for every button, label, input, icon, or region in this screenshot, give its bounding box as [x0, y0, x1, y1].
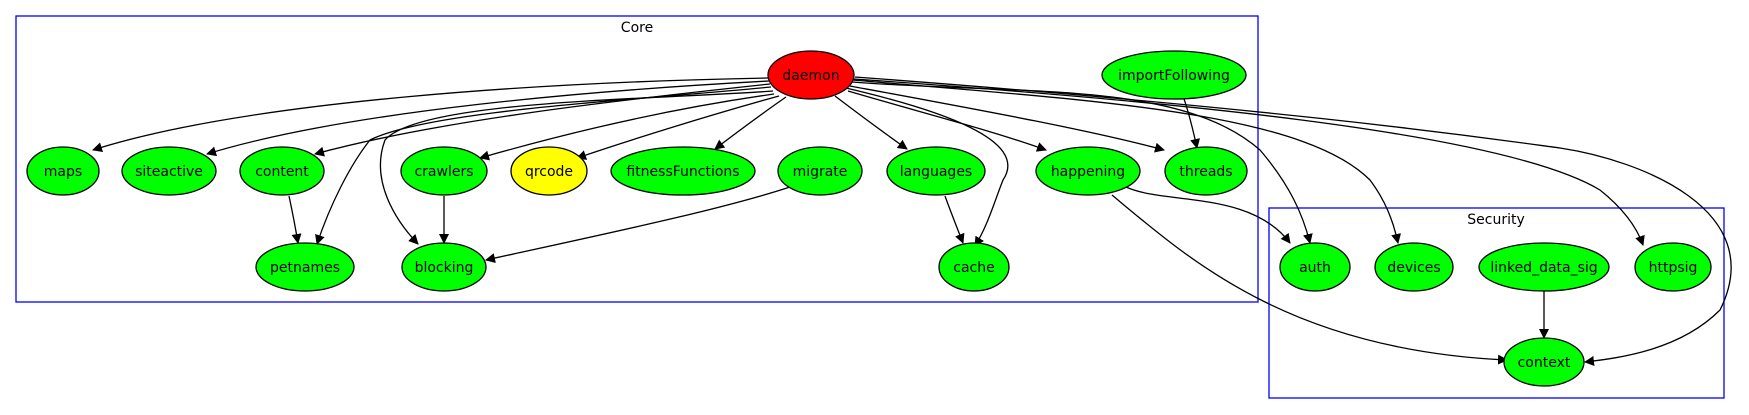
node-context[interactable]: context: [1503, 337, 1585, 387]
node-linked_data_sig-label: linked_data_sig: [1490, 260, 1597, 276]
cluster-core-label: Core: [621, 20, 653, 36]
node-httpsig-label: httpsig: [1649, 260, 1698, 276]
node-blocking-label: blocking: [415, 260, 474, 276]
node-maps-label: maps: [44, 164, 82, 180]
node-linked_data_sig[interactable]: linked_data_sig: [1478, 242, 1610, 292]
node-languages[interactable]: languages: [886, 146, 986, 196]
node-httpsig[interactable]: httpsig: [1634, 242, 1712, 292]
edge-daemon-threads: [849, 85, 1165, 153]
node-threads[interactable]: threads: [1164, 146, 1248, 196]
node-migrate-label: migrate: [793, 164, 848, 180]
cluster-core: Core: [15, 15, 1259, 303]
node-siteactive[interactable]: siteactive: [121, 146, 217, 196]
node-daemon[interactable]: daemon: [767, 50, 855, 100]
node-fitnessFunctions-label: fitnessFunctions: [626, 164, 739, 180]
node-cache-label: cache: [953, 260, 994, 276]
cluster-security-label: Security: [1467, 212, 1525, 228]
node-migrate[interactable]: migrate: [777, 146, 863, 196]
edge-daemon-cache: [845, 87, 1009, 247]
cluster-core-border: [15, 15, 1259, 303]
edge-daemon-qrcode: [576, 95, 780, 160]
node-languages-label: languages: [900, 164, 972, 180]
edge-daemon-siteactive: [206, 80, 770, 157]
edge-daemon-crawlers: [479, 93, 775, 161]
cluster-security: Security: [1268, 207, 1725, 399]
edge-importFollowing-threads: [1182, 95, 1200, 149]
edge-daemon-httpsig: [853, 78, 1645, 246]
node-blocking[interactable]: blocking: [401, 242, 487, 292]
edge-daemon-happening: [847, 90, 1047, 152]
node-cache[interactable]: cache: [938, 242, 1010, 292]
node-happening[interactable]: happening: [1035, 146, 1141, 196]
edge-daemon-fitnessFunctions: [714, 96, 787, 150]
node-importFollowing-label: importFollowing: [1118, 68, 1230, 84]
nodes: daemon importFollowing maps siteactive c…: [26, 50, 1712, 387]
node-qrcode[interactable]: qrcode: [510, 146, 588, 196]
edge-migrate-blocking: [485, 186, 791, 263]
node-importFollowing[interactable]: importFollowing: [1101, 50, 1247, 100]
node-maps[interactable]: maps: [26, 146, 100, 196]
edge-daemon-languages: [834, 95, 908, 150]
edge-daemon-petnames: [315, 86, 772, 245]
edge-languages-cache: [944, 195, 965, 244]
node-auth[interactable]: auth: [1279, 242, 1351, 292]
node-crawlers[interactable]: crawlers: [400, 146, 488, 196]
node-siteactive-label: siteactive: [135, 164, 203, 180]
edge-content-petnames: [288, 195, 302, 244]
node-context-label: context: [1518, 355, 1571, 371]
node-daemon-label: daemon: [782, 68, 839, 84]
edges: [92, 76, 1732, 366]
node-threads-label: threads: [1179, 164, 1232, 180]
node-petnames[interactable]: petnames: [255, 242, 355, 292]
edge-happening-auth: [1125, 186, 1291, 244]
cluster-security-border: [1268, 207, 1725, 399]
node-fitnessFunctions[interactable]: fitnessFunctions: [610, 146, 756, 196]
edge-happening-context: [1111, 194, 1508, 365]
node-petnames-label: petnames: [270, 260, 340, 276]
node-devices-label: devices: [1387, 260, 1440, 276]
node-qrcode-label: qrcode: [525, 164, 573, 180]
node-content[interactable]: content: [239, 146, 325, 196]
edge-daemon-context: [854, 76, 1732, 366]
node-crawlers-label: crawlers: [414, 164, 473, 180]
node-happening-label: happening: [1051, 164, 1125, 180]
edge-daemon-maps: [92, 77, 769, 153]
edge-daemon-devices: [852, 79, 1401, 244]
node-auth-label: auth: [1299, 260, 1331, 276]
edge-daemon-blocking: [379, 90, 774, 245]
node-content-label: content: [255, 164, 309, 180]
node-devices[interactable]: devices: [1374, 242, 1454, 292]
